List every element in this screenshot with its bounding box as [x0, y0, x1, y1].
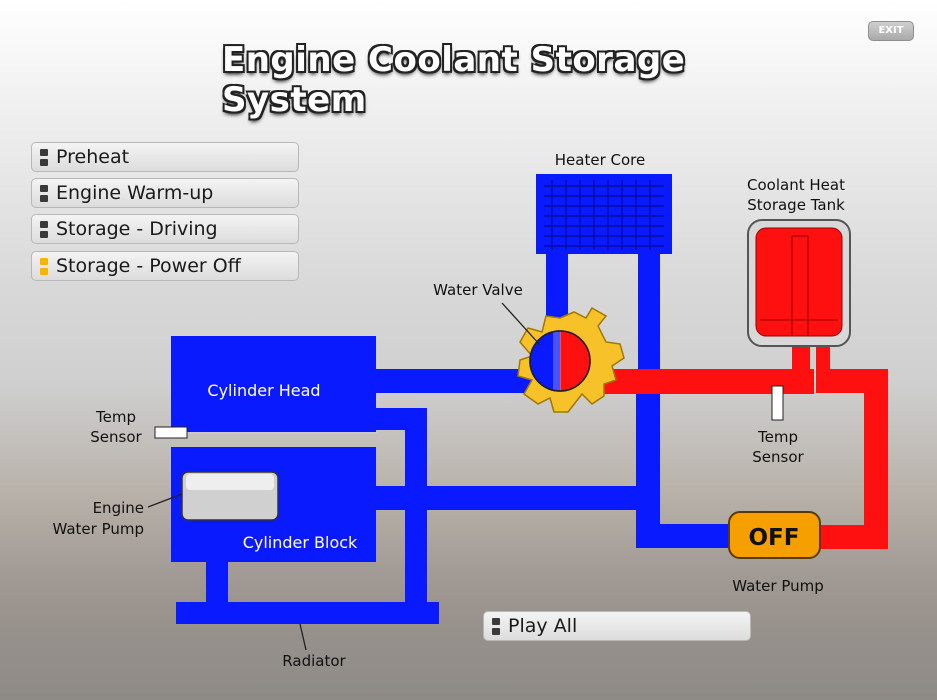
temp-sensor-left-label-line1: Temp — [95, 408, 136, 426]
cylinder-head — [171, 336, 376, 433]
temp-sensor-left-label-line2: Sensor — [90, 428, 142, 446]
gasket-gap — [160, 433, 378, 447]
menu-item-storage-power-off[interactable]: Storage - Power Off — [31, 251, 299, 281]
tank-label-line1: Coolant Heat — [747, 176, 845, 194]
menu-marker-icon — [40, 149, 48, 166]
pump-to-return-pipe — [278, 486, 660, 510]
heater-out-pipe — [638, 248, 660, 398]
menu-item-label: Storage - Power Off — [56, 255, 241, 277]
pump-status-text: OFF — [749, 525, 800, 551]
temp-sensor-right-label-line2: Sensor — [752, 448, 804, 466]
to-water-pump-pipe — [636, 524, 736, 548]
head-to-radiator-pipe — [376, 408, 427, 430]
temp-sensor-right — [771, 385, 784, 421]
cylinder-block-label: Cylinder Block — [243, 533, 358, 552]
valve-to-heater-pipe — [546, 248, 568, 338]
heater-core-grid — [544, 180, 664, 250]
menu-marker-icon — [492, 618, 500, 635]
engine-pump-label-line1: Engine — [93, 499, 144, 517]
menu-marker-icon — [40, 221, 48, 238]
water-valve-label: Water Valve — [433, 281, 523, 299]
menu-marker-icon — [40, 258, 48, 275]
water-pump-status-badge — [728, 511, 821, 559]
page-title: Engine Coolant Storage System — [222, 40, 686, 120]
exit-button[interactable]: EXIT — [868, 21, 914, 41]
menu-item-label: Preheat — [56, 146, 130, 168]
pump-to-tank-pipe — [818, 525, 888, 549]
play-all-button[interactable]: Play All — [483, 611, 751, 641]
play-all-label: Play All — [508, 615, 578, 637]
menu-marker-icon — [40, 185, 48, 202]
tank-label-line2: Storage Tank — [747, 196, 845, 214]
tank-return-riser — [864, 369, 888, 549]
menu-item-storage-driving[interactable]: Storage - Driving — [31, 214, 299, 244]
engine-pump-label-line2: Water Pump — [52, 520, 144, 538]
menu-item-label: Storage - Driving — [56, 218, 218, 240]
head-to-valve-pipe — [376, 369, 536, 393]
temp-sensor-left — [154, 426, 188, 439]
menu-item-preheat[interactable]: Preheat — [31, 142, 299, 172]
radiator-label: Radiator — [282, 652, 346, 670]
heater-return-pipe — [636, 390, 660, 548]
temp-sensor-right-label-line1: Temp — [757, 428, 798, 446]
menu-item-engine-warm-up[interactable]: Engine Warm-up — [31, 178, 299, 208]
water-valve — [517, 306, 625, 413]
cylinder-head-label: Cylinder Head — [207, 381, 320, 400]
water-pump-label: Water Pump — [732, 577, 824, 595]
heater-core-label: Heater Core — [555, 151, 645, 169]
heater-core — [536, 174, 672, 254]
radiator-bar — [176, 602, 439, 624]
menu-item-label: Engine Warm-up — [56, 182, 214, 204]
